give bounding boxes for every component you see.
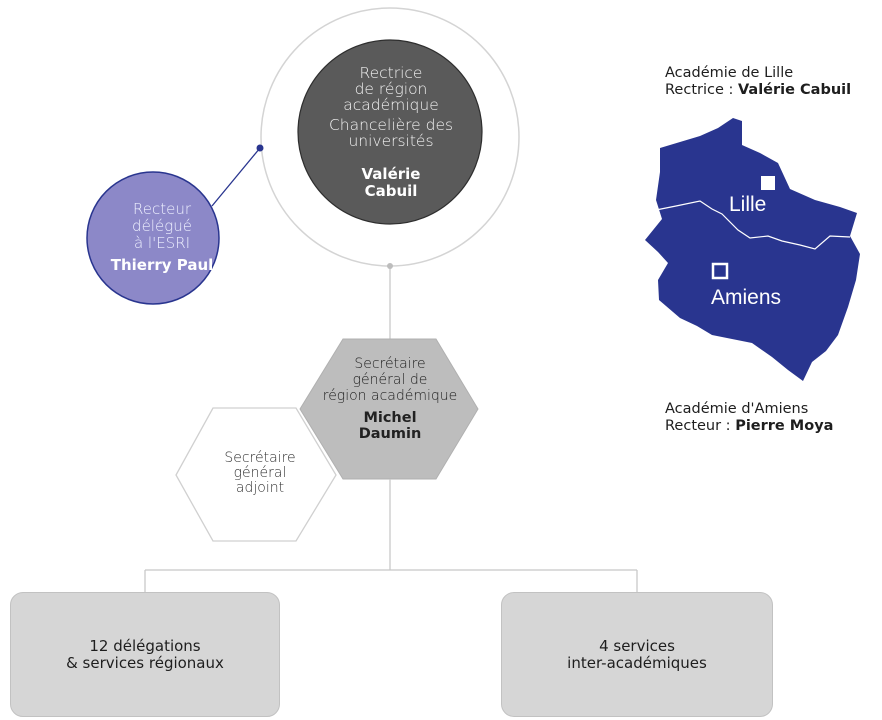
rector-role-line1: Rectrice [359, 64, 423, 82]
lille-academy-role: Rectrice : [665, 82, 738, 98]
inter-academic-services-line1: 4 services [599, 636, 675, 655]
lille-academy-rector-name: Valérie Cabuil [738, 82, 852, 98]
rector-name-line1: Valérie [361, 165, 421, 183]
deputy-label: Secrétaire général adjoint [205, 451, 315, 496]
secretary-label: Secrétaire général de région académique … [300, 356, 480, 442]
secretary-line2: général de [352, 372, 428, 388]
rector-role-line3: académique [343, 96, 439, 114]
rector-role-line4: Chancelière des [328, 116, 454, 134]
esri-connector [211, 147, 261, 207]
inter-academic-services-box: 4 services inter-académiques [501, 592, 773, 717]
esri-name: Thierry Paul [110, 256, 214, 274]
secretary-line3: région académique [322, 388, 458, 404]
amiens-academy-title: Académie d'Amiens [665, 401, 809, 417]
amiens-academy-info: Académie d'Amiens Recteur : Pierre Moya [665, 401, 833, 435]
rector-circle [297, 39, 483, 225]
regional-services-box: 12 délégations & services régionaux [10, 592, 280, 717]
lille-academy-info: Académie de Lille Rectrice : Valérie Cab… [665, 65, 851, 99]
amiens-city-label: Amiens [711, 286, 782, 309]
deputy-hexagon [175, 407, 337, 542]
map-region-shape [645, 118, 860, 381]
deputy-line3: adjoint [235, 480, 285, 496]
rector-label: Rectrice de région académique Chancelièr… [297, 65, 485, 200]
rector-ring-dot [387, 263, 393, 269]
lille-city-label: Lille [729, 193, 767, 216]
lille-city-marker [761, 176, 775, 190]
region-map [645, 118, 860, 381]
secretary-hexagon [299, 338, 479, 480]
lille-academy-title: Académie de Lille [665, 65, 794, 81]
deputy-line1: Secrétaire [224, 450, 296, 466]
regional-services-line2: & services régionaux [66, 653, 224, 672]
esri-label: Recteur délégué à l'ESRI Thierry Paul [92, 201, 232, 274]
amiens-academy-rector-name: Pierre Moya [735, 418, 834, 434]
amiens-city-marker [711, 262, 729, 280]
inter-academic-services-line2: inter-académiques [567, 653, 707, 672]
esri-line2: délégué [132, 217, 192, 235]
secretary-line1: Secrétaire [354, 356, 426, 372]
secretary-name-line2: Daumin [358, 426, 422, 442]
esri-circle [86, 171, 220, 305]
rector-role-line5: universités [348, 132, 434, 150]
esri-connector-dot [256, 144, 264, 152]
amiens-academy-role: Recteur : [665, 418, 736, 434]
secretary-name-line1: Michel [363, 410, 417, 426]
regional-services-line1: 12 délégations [89, 636, 201, 655]
esri-line3: à l'ESRI [133, 234, 191, 252]
rector-role-line2: de région [354, 80, 428, 98]
academy-border [655, 200, 851, 250]
esri-line1: Recteur [132, 200, 191, 218]
deputy-line2: général [233, 465, 287, 481]
rector-name-line2: Cabuil [364, 182, 418, 200]
